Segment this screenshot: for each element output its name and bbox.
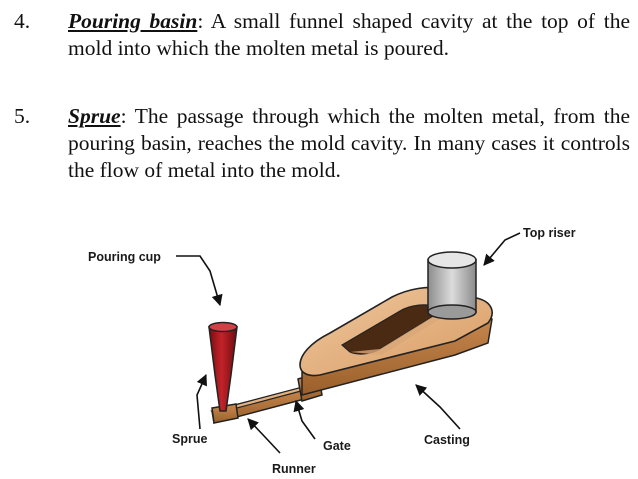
top-riser-leader [483,232,521,266]
label-top-riser: Top riser [523,226,576,240]
term-pouring-basin: Pouring basin [68,9,198,33]
label-pouring-cup: Pouring cup [88,250,161,264]
label-runner: Runner [272,462,316,476]
sprue-leader [196,373,207,430]
label-casting: Casting [424,433,470,447]
runner-leader [247,418,281,454]
pouring-cup-leader [176,255,223,307]
list-item-pouring-basin: 4. Pouring basin: A small funnel shaped c… [14,8,630,62]
sprue-column [208,321,238,412]
casting-diagram: Pouring cup Top riser Sprue Gate Runner … [88,226,576,476]
term-sprue: Sprue [68,104,121,128]
sprue-base [211,403,239,424]
definition-sprue: : The passage through which the molten m… [68,104,630,182]
label-sprue: Sprue [172,432,207,446]
item-number: 4. [14,9,31,33]
top-riser [427,251,477,320]
gate-leader [293,399,316,440]
list-item-sprue: 5. Sprue: The passage through which the m… [14,103,630,184]
item-number: 5. [14,104,31,128]
casting-leader [415,384,461,430]
label-gate: Gate [323,439,351,453]
definition-pouring-basin: : A small funnel shaped cavity at the to… [68,9,630,60]
